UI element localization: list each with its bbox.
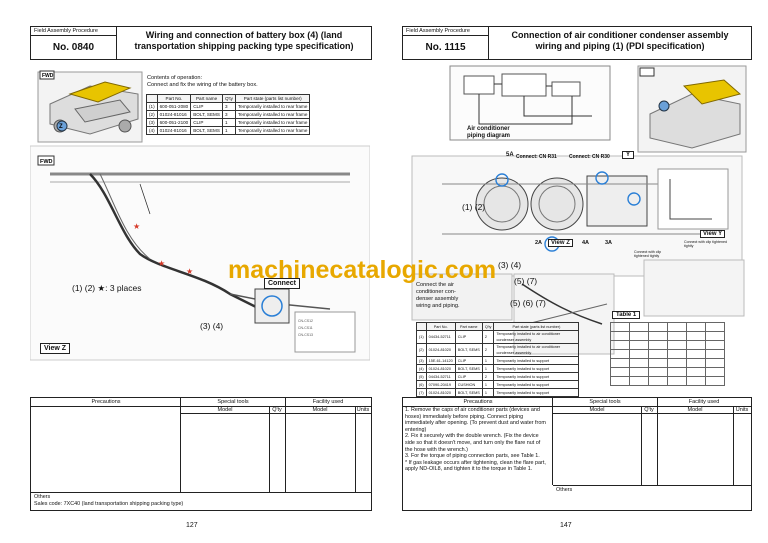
torque-table: [610, 322, 725, 386]
facility-model-heading: Model: [687, 407, 703, 413]
procedure-title: Connection of air conditioner condenser …: [511, 30, 729, 51]
piping-diagram-label: Air conditioner piping diagram: [467, 126, 511, 139]
svg-text:CN-CS12: CN-CS12: [298, 319, 313, 323]
procedure-number: No. 0840: [31, 36, 117, 59]
facility-model-heading: Model: [312, 407, 328, 413]
connect-cn30-label: Connect: CN R30: [569, 154, 610, 160]
operation-contents: Connect the air conditioner con- denser …: [416, 282, 460, 309]
left-diagram: FWD Z FWD CN-CS12 CN-CS11 CN-CS13: [29, 64, 371, 362]
star-markers: ★ ★ ★: [133, 222, 193, 276]
left-page: Field Assembly Procedure No. 0840 Wiring…: [29, 26, 372, 529]
label-y: Y: [622, 151, 635, 159]
fwd-label-top: FWD: [42, 73, 54, 79]
watermark: machinecatalogic.com: [228, 256, 497, 284]
callout-34-right: (3) (4): [498, 260, 522, 270]
connect-label: Connect: [264, 278, 300, 289]
connect-highlight: [261, 295, 283, 317]
procedure-title: Wiring and connection of battery box (4)…: [134, 30, 354, 51]
others-section: Others: [553, 485, 751, 495]
parts-table-left: Part No. Part name Q'ty Part state (part…: [146, 94, 311, 135]
battery-box-illustration: FWD Z FWD CN-CS12 CN-CS11 CN-CS13: [29, 70, 371, 361]
svg-text:CN-CS11: CN-CS11: [298, 326, 313, 330]
condenser-main-view: [411, 155, 743, 277]
list-item: * If gas leakage occurs after tightening…: [405, 459, 546, 473]
svg-text:★: ★: [158, 259, 165, 268]
procedure-number: No. 1115: [403, 36, 489, 59]
right-diagram: [402, 64, 750, 362]
right-footer-table: Precautions Special tools Facility used …: [402, 397, 752, 511]
list-item: 1. Remove the caps of air conditioner pa…: [405, 407, 546, 433]
label-2a: 2A: [535, 240, 543, 246]
wire-harness: [89, 173, 271, 316]
left-header: Field Assembly Procedure No. 0840 Wiring…: [30, 26, 372, 60]
units-heading: Units: [356, 407, 370, 413]
precautions-list: 1. Remove the caps of air conditioner pa…: [405, 407, 549, 473]
parts-table-right: Part No. Part name Q'ty Part state (part…: [416, 322, 580, 397]
label-4a: 4A: [582, 240, 590, 246]
condenser-illustration: [411, 65, 747, 355]
model-heading: Model: [589, 407, 605, 413]
qty-heading: Q'ty: [272, 407, 282, 413]
precautions-heading: Precautions: [463, 399, 493, 405]
model-heading: Model: [217, 407, 233, 413]
table-header-row: Part No. Part name Q'ty Part state (part…: [416, 322, 580, 331]
connect-cn31-label: Connect: CN R31: [516, 154, 557, 160]
svg-text:★: ★: [186, 267, 193, 276]
right-header: Field Assembly Procedure No. 1115 Connec…: [402, 26, 752, 60]
piping-diagram: [449, 65, 611, 141]
header-tag: Field Assembly Procedure: [403, 27, 489, 36]
view-y-label: View Y: [700, 230, 726, 238]
page-number: 147: [560, 522, 572, 529]
units-heading: Units: [735, 407, 749, 413]
page-number: 127: [186, 522, 198, 529]
right-page: Field Assembly Procedure No. 1115 Connec…: [384, 0, 768, 543]
facility-used-heading: Facility used: [312, 399, 344, 405]
list-item: 3. For the torque of piping connection p…: [405, 453, 540, 460]
view-z-label: View Z: [548, 239, 573, 247]
header-tag: Field Assembly Procedure: [31, 27, 117, 36]
svg-text:CN-CS13: CN-CS13: [298, 333, 313, 337]
table-header-row: Part No. Part name Q'ty Part state (part…: [146, 94, 311, 103]
table1-label: Table 1: [612, 311, 641, 319]
callout-57: (5) (7): [514, 276, 538, 286]
facility-used-heading: Facility used: [688, 399, 720, 405]
fwd-label: FWD: [40, 159, 53, 165]
special-tools-heading: Special tools: [217, 399, 249, 405]
clip-note-2: Connect with clip tightened tightly: [684, 240, 727, 249]
view-z-label: View Z: [40, 343, 71, 354]
left-footer-table: Precautions Special tools Facility used …: [30, 397, 372, 511]
label-3a: 3A: [605, 240, 613, 246]
special-tools-heading: Special tools: [589, 399, 621, 405]
qty-heading: Q'ty: [644, 407, 654, 413]
callout-12: (1) (2): [462, 202, 486, 212]
precautions-heading: Precautions: [91, 399, 121, 405]
callout-clip-places: (1) (2) ★: 3 places: [72, 283, 142, 293]
operation-contents: Contents of operation: Connect and fix t…: [147, 75, 258, 88]
svg-text:Z: Z: [59, 124, 63, 130]
clip-note-1: Connect with clip tightened tightly: [634, 250, 662, 259]
callout-34: (3) (4): [200, 321, 224, 331]
label-5a: 5A: [506, 152, 514, 158]
list-item: 2. Fix it securely with the double wrenc…: [405, 433, 541, 453]
callout-567: (5) (6) (7): [510, 298, 546, 308]
svg-text:★: ★: [133, 222, 140, 231]
others-section: Others Sales code: 7XC40 (land transport…: [31, 492, 371, 509]
machine-overview-right: [637, 65, 747, 153]
machine-overview: FWD Z: [37, 70, 143, 143]
wiring-diagram: FWD CN-CS12 CN-CS11 CN-CS13 ★ ★ ★: [29, 145, 371, 361]
